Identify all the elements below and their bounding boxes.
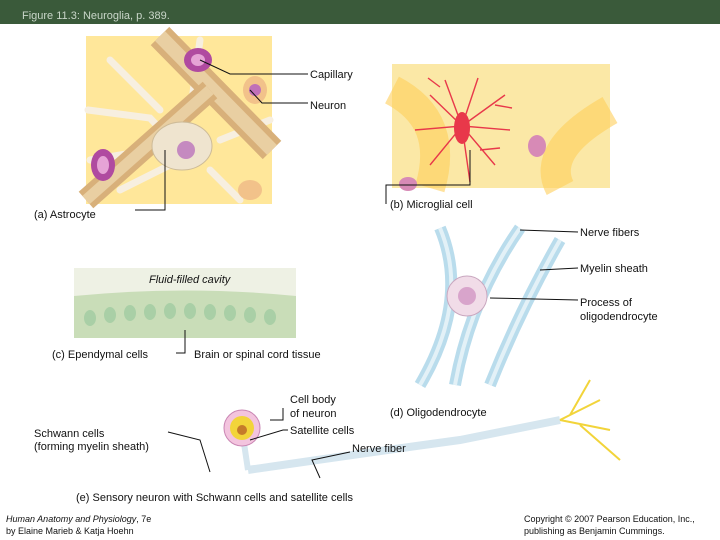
label-neuron: Neuron (310, 100, 347, 112)
microglial-panel (384, 64, 618, 195)
footer-copyright-1: Copyright © 2007 Pearson Education, Inc.… (524, 514, 695, 524)
label-schwann-line-1: Schwann cells (34, 428, 105, 440)
sensory-neuron-diagram (223, 379, 621, 474)
astrocyte-panel (78, 26, 282, 209)
oligodendrocyte-diagram (414, 224, 566, 389)
label-cell-body-line-1: Cell body (290, 394, 336, 406)
label-process-line-2: oligodendrocyte (580, 311, 658, 323)
label-schwann-line-2: (forming myelin sheath) (34, 441, 149, 453)
label-capillary: Capillary (310, 69, 353, 81)
header-bar: Figure 11.3: Neuroglia, p. 389. (0, 0, 720, 24)
label-satellite-cells: Satellite cells (290, 425, 355, 437)
label-cell-body-line-2: of neuron (290, 408, 337, 420)
footer-copyright-2: publishing as Benjamin Cummings. (524, 526, 665, 536)
leader-lines (135, 59, 579, 479)
footer-book-title: Human Anatomy and Physiology, 7e (6, 514, 151, 525)
label-process-line-1: Process of (580, 297, 632, 309)
book-title: Human Anatomy and Physiology (6, 514, 137, 524)
label-oligodendrocyte: (d) Oligodendrocyte (390, 407, 487, 419)
label-microglial-cell: (b) Microglial cell (390, 199, 473, 211)
label-nerve-fibers: Nerve fibers (580, 227, 640, 239)
label-astrocyte: (a) Astrocyte (34, 209, 96, 221)
label-sensory-neuron: (e) Sensory neuron with Schwann cells an… (76, 492, 353, 504)
ependymal-cells (84, 303, 276, 326)
label-brain-spinal-tissue: Brain or spinal cord tissue (194, 349, 321, 361)
label-ependymal-cells: (c) Ependymal cells (52, 349, 148, 361)
figure-title: Figure 11.3: Neuroglia, p. 389. (22, 10, 170, 22)
footer-authors: by Elaine Marieb & Katja Hoehn (6, 526, 134, 536)
book-edition: , 7e (136, 514, 152, 524)
label-fluid-filled-cavity: Fluid-filled cavity (149, 274, 231, 286)
label-myelin-sheath: Myelin sheath (580, 263, 648, 275)
ependymal-panel (74, 268, 296, 338)
label-nerve-fiber: Nerve fiber (352, 443, 406, 455)
